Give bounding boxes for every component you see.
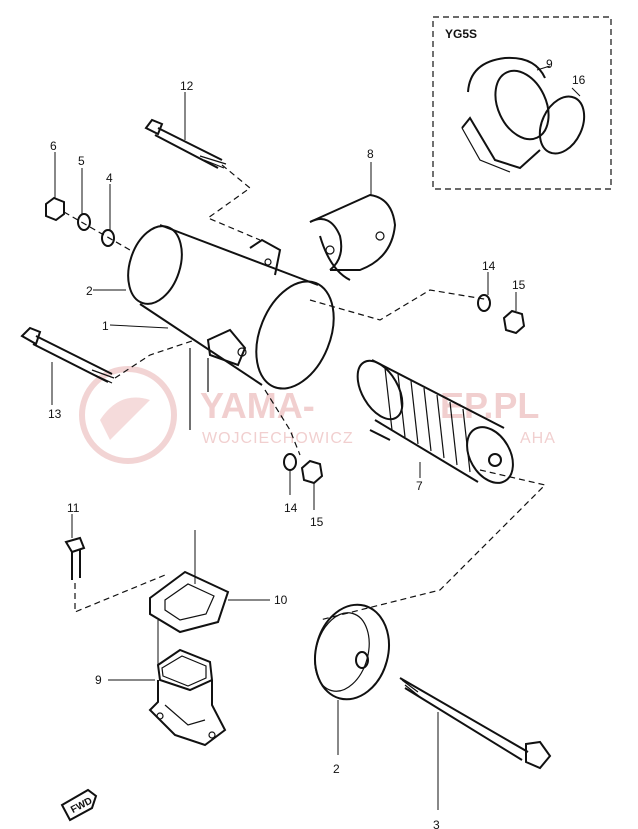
variant-box-label: YG5S: [445, 27, 477, 41]
bracket-8: 8: [309, 147, 397, 281]
callout-11: 11: [67, 501, 80, 515]
bolt-13: 13: [20, 326, 115, 421]
muffler-body: 2 1: [86, 224, 335, 430]
callout-14-right: 14: [482, 259, 496, 273]
callout-16: 16: [572, 73, 586, 87]
callout-15-middle: 15: [310, 515, 324, 529]
callout-5: 5: [78, 154, 85, 168]
callout-9-variant: 9: [546, 57, 553, 71]
fastener-set-right: 14 15: [477, 259, 526, 335]
callout-6: 6: [50, 139, 57, 153]
callout-13: 13: [48, 407, 62, 421]
callout-10: 10: [274, 593, 288, 607]
callout-4: 4: [106, 171, 113, 185]
callout-7: 7: [416, 479, 423, 493]
tailpipe-element-7: 7: [356, 359, 514, 493]
callout-1: 1: [102, 319, 109, 333]
callout-15-right: 15: [512, 278, 526, 292]
watermark-sub-right: AHA: [520, 430, 556, 447]
bolt-12: 12: [144, 79, 227, 169]
callout-9: 9: [95, 673, 102, 687]
watermark-sub-left: WOJCIECHOWICZ: [202, 430, 354, 447]
variant-box-border: [432, 16, 612, 190]
callout-2-top: 2: [86, 284, 93, 298]
flange-9: 9: [95, 620, 227, 747]
watermark: YAMA- EP.PL WOJCIECHOWICZ AHA: [79, 366, 556, 464]
callout-14-middle: 14: [284, 501, 298, 515]
screw-11: 11: [64, 501, 86, 580]
callout-12: 12: [180, 79, 194, 93]
fastener-set-middle: 14 15: [283, 453, 324, 529]
end-cap-2: 2: [314, 603, 390, 776]
callout-2-bottom: 2: [333, 762, 340, 776]
fastener-set-left: 6 5 4: [45, 139, 115, 247]
callout-3: 3: [433, 818, 440, 829]
fwd-arrow-icon: FWD: [60, 788, 98, 822]
watermark-brand-suffix: EP.PL: [440, 385, 539, 426]
bolt-3: 3: [399, 677, 552, 829]
callout-8: 8: [367, 147, 374, 161]
gasket-10: 10: [149, 530, 288, 634]
variant-box: YG5S 9 16: [432, 16, 612, 190]
watermark-brand: YAMA-: [200, 385, 315, 426]
